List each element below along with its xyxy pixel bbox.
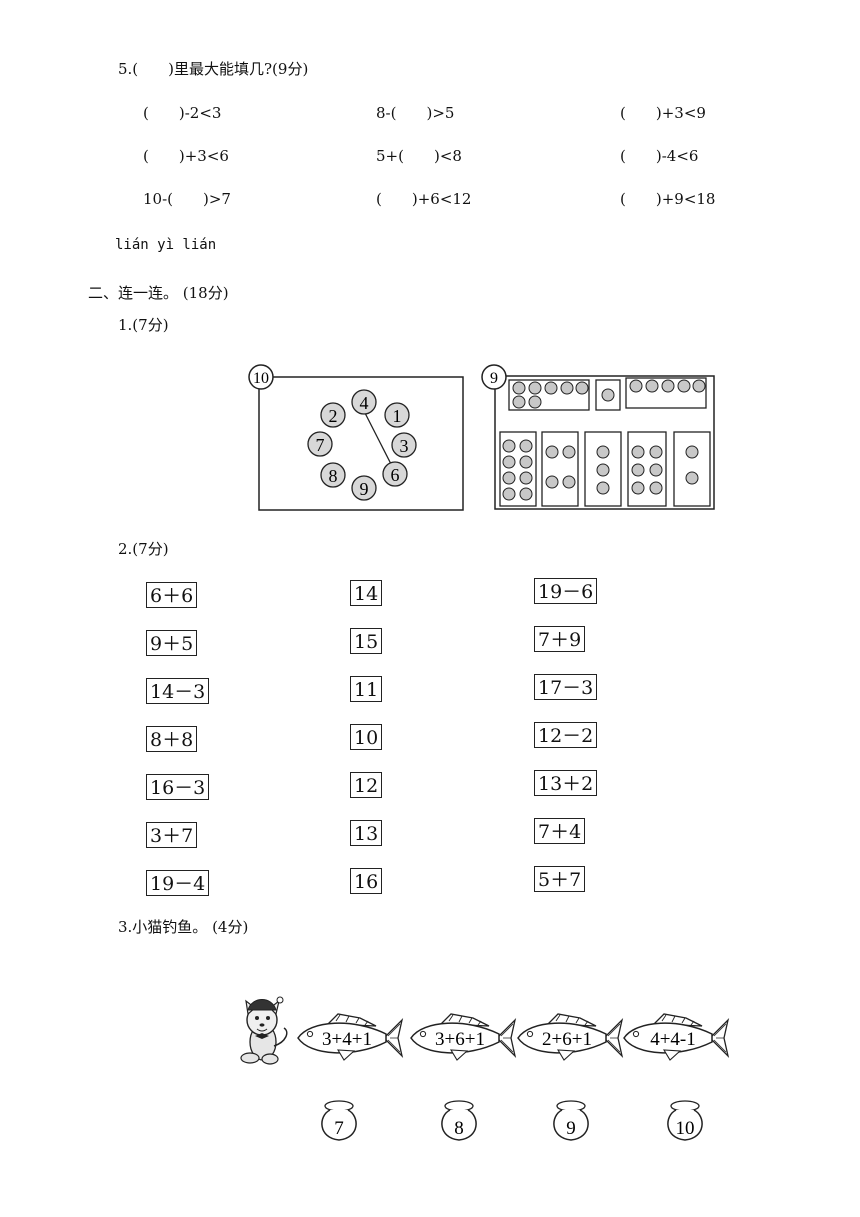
q2-left-3[interactable]: 14－3 [146,678,210,704]
q2-left-1[interactable]: 6＋6 [146,582,198,608]
q5-item-3-3: ( )+9<18 [620,190,716,208]
q2-left-4[interactable]: 8＋8 [146,726,198,752]
svg-text:9: 9 [566,1118,576,1139]
connect-line-4-6 [364,412,393,467]
clock-number-7: 7 [307,431,333,457]
pot-9: 9 [553,1100,589,1141]
q5-item-2-1: ( )+3<6 [143,147,229,165]
clock-number-8: 8 [320,462,346,488]
q2-middle-2[interactable]: 15 [350,628,383,654]
clock-number-4: 4 [351,389,377,415]
svg-text:7: 7 [316,435,325,455]
fish-2: 3+6+1 [410,1013,516,1061]
pot-7: 7 [321,1100,357,1141]
dot-card-4 [541,431,579,507]
svg-text:2: 2 [329,406,338,426]
q2-left-6[interactable]: 3＋7 [146,822,198,848]
svg-text:3: 3 [400,436,409,456]
q2-right-3[interactable]: 17－3 [534,674,598,700]
clock-number-3: 3 [391,432,417,458]
q2-middle-7[interactable]: 16 [350,868,383,894]
q2-middle-1[interactable]: 14 [350,580,383,606]
q3-label: 3.小猫钓鱼。 (4分) [118,918,249,936]
q5-item-1-2: 8-( )>5 [376,104,455,122]
q5-item-3-1: 10-( )>7 [143,190,231,208]
q5-item-2-3: ( )-4<6 [620,147,699,165]
svg-text:10: 10 [676,1118,695,1139]
pot-8: 8 [441,1100,477,1141]
q2-right-2[interactable]: 7＋9 [534,626,586,652]
q2-middle-4[interactable]: 10 [350,724,383,750]
q2-middle-5[interactable]: 12 [350,772,383,798]
pinyin-lian-yi-lian: lián yì lián [115,237,217,253]
dot-card-7 [508,379,590,411]
svg-text:9: 9 [360,479,369,499]
svg-text:7: 7 [334,1118,344,1139]
svg-text:6: 6 [391,465,400,485]
left-box-figure: 10 4 1 2 3 7 6 8 [248,364,464,511]
right-box-number-circle [481,364,507,390]
q5-item-2-2: 5+( )<8 [376,147,462,165]
q2-right-7[interactable]: 5＋7 [534,866,586,892]
section2-title: 二、连一连。 (18分) [88,284,229,302]
left-box-number: 10 [253,370,269,387]
fish-4-expression: 4+4-1 [650,1029,696,1050]
q2-left-5[interactable]: 16－3 [146,774,210,800]
q2-middle-6[interactable]: 13 [350,820,383,846]
fish-2-expression: 3+6+1 [435,1029,485,1050]
cat-picture [240,996,288,1065]
svg-text:8: 8 [454,1118,464,1139]
pot-10: 10 [667,1100,703,1141]
clock-number-6: 6 [382,461,408,487]
svg-text:4: 4 [360,393,369,413]
right-box-number: 9 [490,370,498,387]
q2-right-1[interactable]: 19－6 [534,578,598,604]
dot-card-8 [499,431,537,507]
clock-number-2: 2 [320,402,346,428]
dot-card-1 [595,379,621,411]
q2-right-5[interactable]: 13＋2 [534,770,598,796]
q2-right-6[interactable]: 7＋4 [534,818,586,844]
fish-3: 2+6+1 [517,1013,623,1061]
fish-3-expression: 2+6+1 [542,1029,592,1050]
q5-item-3-2: ( )+6<12 [376,190,472,208]
fish-1: 3+4+1 [297,1013,403,1061]
q5-item-1-1: ( )-2<3 [143,104,222,122]
svg-text:1: 1 [393,406,402,426]
clock-number-1: 1 [384,402,410,428]
q2-middle-3[interactable]: 11 [350,676,383,702]
q2-left-7[interactable]: 19－4 [146,870,210,896]
q2-left-2[interactable]: 9＋5 [146,630,198,656]
q5-item-1-3: ( )+3<9 [620,104,706,122]
clock-number-9: 9 [351,475,377,501]
fish-4: 4+4-1 [623,1013,729,1061]
dot-card-6 [627,431,667,507]
fish-1-expression: 3+4+1 [322,1029,372,1050]
dot-card-5 [625,377,707,409]
right-box-figure: 9 [481,364,715,510]
left-box-number-circle [248,364,274,390]
dot-card-3 [584,431,622,507]
svg-text:8: 8 [329,466,338,486]
dot-card-2 [673,431,711,507]
q1-label: 1.(7分) [118,316,169,334]
q2-label: 2.(7分) [118,540,169,558]
q2-right-4[interactable]: 12－2 [534,722,598,748]
left-box-frame [258,376,464,511]
q5-title: 5.( )里最大能填几?(9分) [118,60,309,78]
right-box-frame [494,375,715,510]
